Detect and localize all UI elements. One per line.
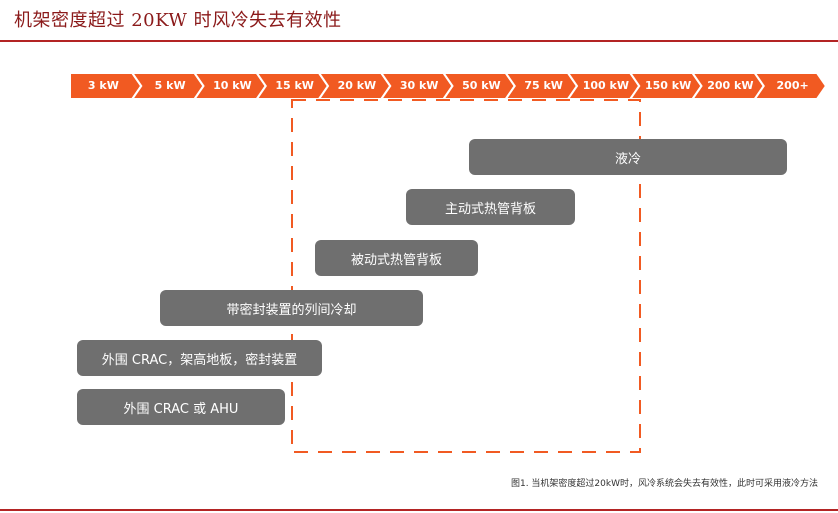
bottom-rule (0, 509, 838, 511)
scale-label: 5 kW (154, 79, 186, 92)
bar-active-heat-pipe-rear-door: 主动式热管背板 (406, 189, 575, 225)
air-cooling-limit-box (291, 99, 641, 453)
figure-caption: 图1. 当机架密度超过20kW时，风冷系统会失去有效性，此时可采用液冷方法 (510, 479, 818, 489)
scale-label: 20 kW (337, 79, 377, 92)
bar-passive-heat-pipe-rear-door: 被动式热管背板 (315, 240, 478, 276)
bar-in-row-cooling-with-containment: 带密封装置的列间冷却 (160, 290, 423, 326)
scale-label: 75 kW (524, 79, 563, 92)
scale-label: 150 kW (645, 79, 692, 92)
scale-label: 30 kW (399, 79, 439, 92)
scale-label: 10 kW (213, 79, 252, 92)
scale-label: 200+ (776, 79, 809, 92)
bar-perimeter-crac-raised-floor-containment: 外围 CRAC，架高地板，密封装置 (77, 340, 322, 376)
page-title: 机架密度超过 20KW 时风冷失去有效性 (14, 10, 342, 31)
bar-liquid-cooling: 液冷 (469, 139, 787, 175)
top-rule (0, 40, 838, 42)
scale-label: 200 kW (707, 79, 754, 92)
scale-label: 100 kW (582, 79, 629, 92)
scale-label: 15 kW (275, 79, 314, 92)
scale-chevron (752, 72, 828, 100)
bar-perimeter-crac-or-ahu: 外围 CRAC 或 AHU (77, 389, 285, 425)
scale-label: 3 kW (87, 79, 119, 92)
scale-label: 50 kW (462, 79, 501, 92)
